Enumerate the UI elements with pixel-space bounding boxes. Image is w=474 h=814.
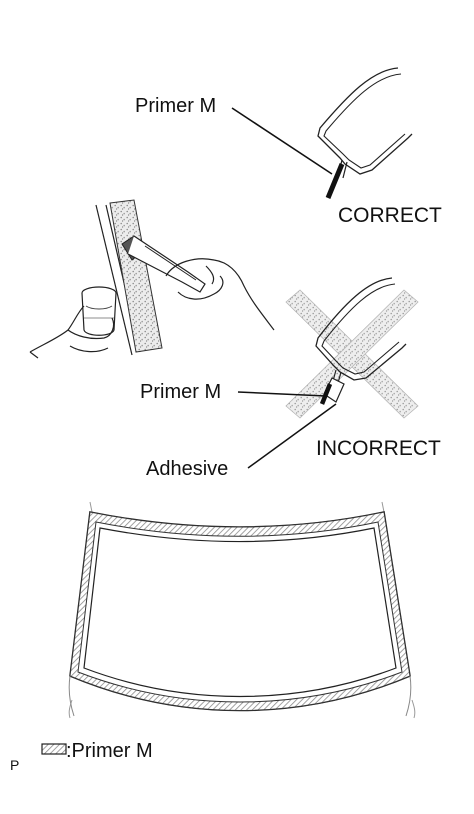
primer-cup <box>81 286 117 336</box>
glass-section-outline <box>317 67 413 175</box>
primer-label-mid: Primer M <box>140 381 221 403</box>
correct-label: CORRECT <box>338 204 442 227</box>
adhesive-leader <box>247 403 337 469</box>
corner-letter: P <box>10 757 19 773</box>
primer-leader-top <box>231 107 333 175</box>
right-hand <box>165 258 275 331</box>
correct-detail: Primer M CORRECT <box>135 67 442 227</box>
primer-bar-incorrect <box>319 383 333 405</box>
stippled-body-flange <box>109 199 163 353</box>
legend: P :Primer M <box>10 740 153 773</box>
adhesive-label: Adhesive <box>146 458 228 480</box>
windshield-inner-edge <box>83 527 397 698</box>
hatched-rectangle-icon <box>41 743 67 755</box>
incorrect-label: INCORRECT <box>316 437 441 460</box>
primer-label-top: Primer M <box>135 95 216 117</box>
windshield-illustration <box>68 501 416 719</box>
left-hand <box>29 305 115 359</box>
x-mark-icon <box>285 289 419 419</box>
hand-applying-primer-illustration <box>29 199 275 359</box>
primer-bar-correct <box>325 163 345 199</box>
primer-leader-mid <box>237 391 327 397</box>
legend-label: :Primer M <box>66 740 153 762</box>
incorrect-detail: Primer M Adhesive INCORRECT <box>140 277 441 480</box>
